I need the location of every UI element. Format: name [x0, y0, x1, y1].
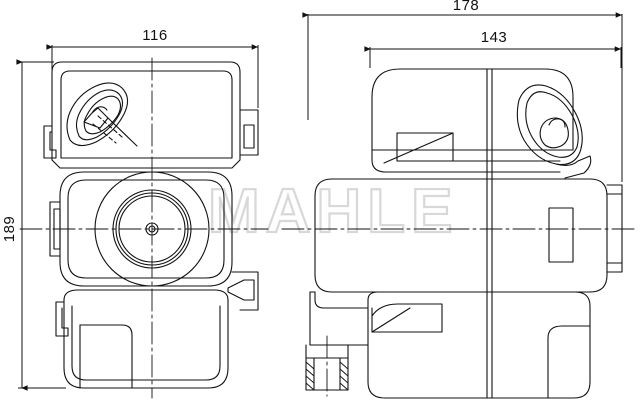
dim-label-178: 178 — [453, 0, 480, 14]
side-body-slot — [548, 207, 574, 263]
front-mid-chamber-outline — [59, 171, 233, 287]
front-upper-left-tab — [43, 125, 57, 159]
centerline — [19, 57, 269, 399]
side-view — [281, 68, 637, 399]
side-main-body-outline — [314, 178, 608, 293]
dim-label-143: 143 — [481, 29, 508, 46]
side-cap-loop-inner — [525, 91, 579, 158]
side-outlet-boss — [371, 303, 443, 333]
filler-handle-inner2 — [83, 95, 122, 135]
right-mounting-bracket-top — [239, 109, 259, 156]
filler-cap-dash2 — [92, 123, 117, 144]
front-view-dimensions: 116 189 — [1, 27, 259, 391]
filler-cap-leader — [107, 117, 138, 147]
front-mid-chamber-inner — [67, 179, 225, 279]
side-cap-loop-outer — [516, 84, 583, 166]
side-neck-left — [309, 291, 369, 346]
left-mounting-bracket — [49, 201, 61, 257]
side-lower-chamber-inner — [547, 325, 591, 399]
right-mounting-bracket-bottom — [231, 271, 259, 311]
filler-cap-stud — [83, 107, 109, 129]
outlet-thread-hatch — [305, 361, 349, 391]
left-mounting-bracket-slot — [53, 208, 61, 250]
dim-label-189: 189 — [1, 216, 18, 243]
side-upper-body-outline — [371, 68, 574, 151]
side-cap-skirt — [555, 155, 592, 179]
side-outlet-boss-taper — [371, 307, 411, 333]
filler-cap-dash1 — [97, 115, 123, 138]
brand-watermark: MAHLE — [207, 176, 458, 247]
front-lower-chamber-inner — [71, 305, 221, 381]
side-view-dimensions: 178 143 — [302, 0, 623, 182]
right-mounting-bracket-top-slot — [243, 124, 255, 149]
front-lower-chamber-top — [63, 289, 229, 301]
front-upper-chamber-outline — [51, 61, 241, 169]
side-upper-body-bottom — [371, 149, 561, 173]
filler-cap-stud-top — [91, 106, 108, 114]
centerline — [281, 228, 637, 397]
watermark-text: MAHLE — [208, 177, 458, 246]
front-lower-chamber-outline — [63, 299, 229, 389]
side-cap-plug-top — [548, 118, 566, 128]
filler-handle-outer — [66, 82, 129, 147]
filler-handle-inner — [75, 89, 124, 141]
front-lower-left-tab — [55, 301, 69, 337]
front-upper-chamber-inner — [60, 70, 233, 159]
lower-chamber-panel — [79, 324, 133, 389]
side-lower-left-skirt — [314, 291, 369, 309]
side-seam-line — [486, 68, 493, 399]
dim-label-116: 116 — [142, 27, 167, 44]
side-lower-chamber — [367, 291, 591, 399]
side-right-flange — [606, 184, 623, 273]
right-mounting-bracket-bottom-notch — [227, 279, 255, 301]
side-upper-boss-taper — [383, 132, 454, 164]
front-view — [19, 57, 269, 399]
